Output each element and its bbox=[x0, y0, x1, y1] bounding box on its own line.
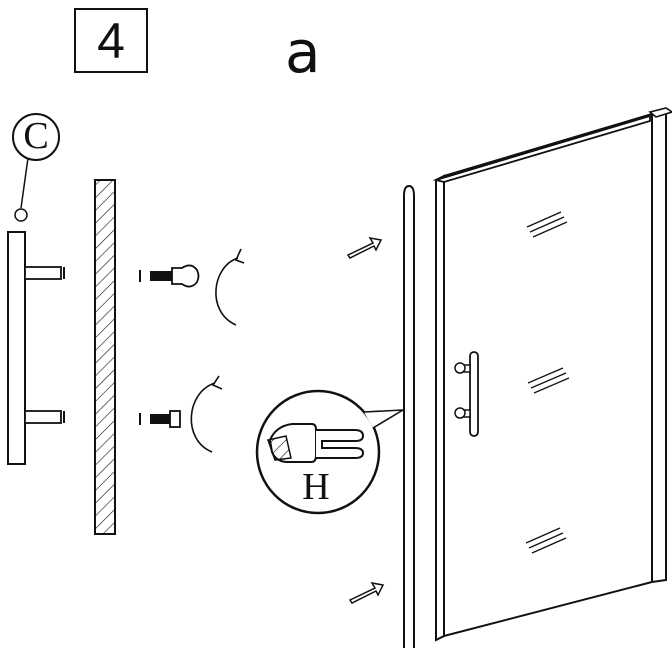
part-c-label: C bbox=[23, 115, 49, 157]
screw-icon bbox=[139, 410, 181, 428]
door-icon bbox=[432, 107, 672, 642]
seal-strip bbox=[403, 184, 415, 648]
step-number: 4 bbox=[74, 8, 148, 73]
rotate-arrow-icon bbox=[215, 248, 245, 326]
rotate-arrow-icon bbox=[190, 375, 223, 453]
seal-profile-icon bbox=[255, 389, 404, 515]
part-c-callout bbox=[12, 113, 60, 222]
screw-icon bbox=[139, 264, 200, 288]
part-h-label: H bbox=[302, 466, 330, 508]
handle-icon bbox=[7, 231, 65, 465]
variant-label: a bbox=[285, 18, 321, 86]
insert-arrow-icon bbox=[348, 581, 385, 604]
glass-panel-icon bbox=[94, 179, 116, 535]
insert-arrow-icon bbox=[346, 236, 383, 259]
